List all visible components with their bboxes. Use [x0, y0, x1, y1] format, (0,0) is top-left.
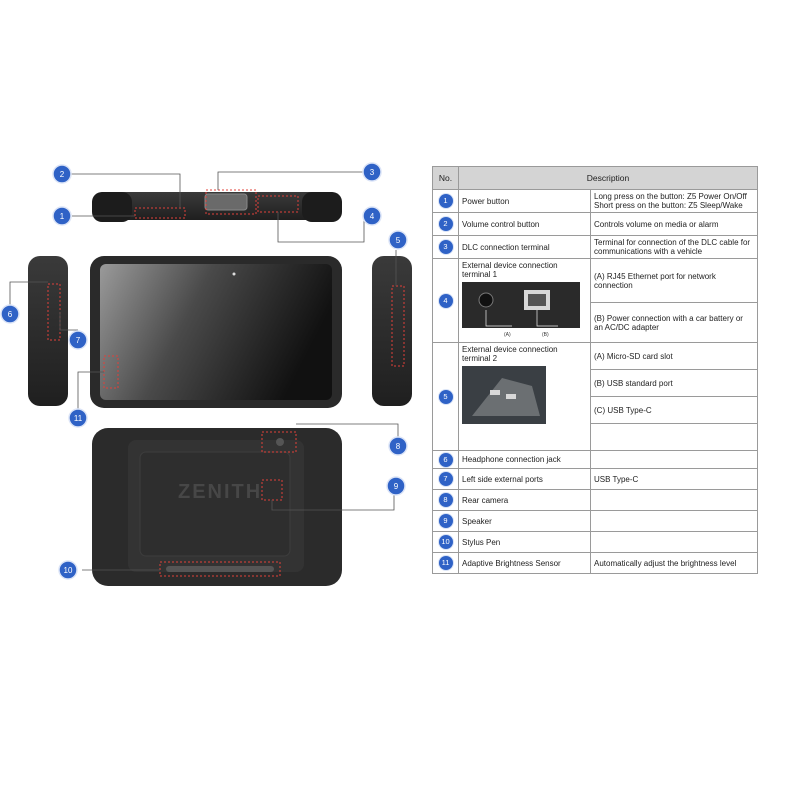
table-row — [433, 423, 758, 451]
table-row: 3 DLC connection terminal Terminal for c… — [432, 235, 758, 259]
item-name: Rear camera — [458, 489, 591, 511]
svg-text:3: 3 — [370, 168, 375, 177]
svg-text:4: 4 — [370, 212, 375, 221]
table-row: 9 Speaker — [432, 510, 758, 532]
table-row: 1 Power button Long press on the button:… — [432, 189, 758, 213]
svg-text:2: 2 — [60, 170, 65, 179]
table-row: 4 External device connection terminal 1 … — [432, 258, 758, 343]
callout-badges: 1 2 3 4 5 6 7 8 9 10 11 — [0, 162, 408, 580]
table-row: (C) USB Type-C — [433, 396, 758, 424]
photo-label-b: (B) — [542, 332, 549, 338]
item-name: Adaptive Brightness Sensor — [458, 552, 591, 574]
svg-text:8: 8 — [396, 442, 401, 451]
callout-9: 9 — [386, 476, 406, 496]
svg-text:7: 7 — [76, 336, 81, 345]
table-row: (B) Power connection with a car battery … — [433, 302, 758, 343]
item-description: (B) Power connection with a car battery … — [590, 302, 758, 343]
rear-view: ZENITH — [92, 428, 342, 586]
table-row: 7 Left side external ports USB Type-C — [432, 468, 758, 490]
item-name: Left side external ports — [458, 468, 591, 490]
spec-table: No. Description 1 Power button Long pres… — [432, 166, 758, 574]
svg-text:1: 1 — [60, 212, 65, 221]
item-description: Controls volume on media or alarm — [590, 212, 758, 236]
device-diagram: ZENITH 1 2 3 4 5 6 7 8 9 10 11 — [0, 162, 412, 586]
number-badge: 4 — [438, 293, 453, 308]
item-description: (A) Micro-SD card slot — [590, 342, 758, 370]
item-name: Speaker — [458, 510, 591, 532]
table-row: 2 Volume control button Controls volume … — [432, 212, 758, 236]
number-badge: 5 — [438, 389, 453, 404]
front-view — [90, 256, 342, 408]
callout-1: 1 — [52, 206, 72, 226]
table-row: 8 Rear camera — [432, 489, 758, 511]
item-description: (A) RJ45 Ethernet port for network conne… — [590, 258, 758, 303]
svg-text:9: 9 — [394, 482, 399, 491]
item-name: Headphone connection jack — [458, 450, 591, 469]
item-name: External device connection terminal 2 — [458, 342, 591, 451]
callout-6: 6 — [0, 304, 20, 324]
number-badge: 9 — [438, 514, 453, 528]
item-description — [590, 531, 758, 553]
number-badge: 1 — [438, 194, 453, 208]
item-description — [590, 423, 758, 451]
item-name: External device connection terminal 1 (A… — [458, 258, 591, 343]
callout-2: 2 — [52, 164, 72, 184]
svg-text:10: 10 — [64, 566, 73, 575]
callout-5: 5 — [388, 230, 408, 250]
svg-text:5: 5 — [396, 236, 401, 245]
table-row: (B) USB standard port — [433, 369, 758, 397]
number-badge: 6 — [438, 452, 453, 467]
table-row: 11 Adaptive Brightness Sensor Automatica… — [432, 552, 758, 574]
item-name: Power button — [458, 189, 591, 213]
item-description: Automatically adjust the brightness leve… — [590, 552, 758, 574]
item-description: Long press on the button: Z5 Power On/Of… — [590, 189, 758, 213]
callout-7: 7 — [68, 330, 88, 350]
svg-text:6: 6 — [8, 310, 13, 319]
leader-lines — [9, 171, 399, 571]
item-name: Volume control button — [458, 212, 591, 236]
item-description: (C) USB Type-C — [590, 396, 758, 424]
table-row: 10 Stylus Pen — [432, 531, 758, 553]
number-badge: 11 — [438, 556, 453, 570]
item-description: USB Type-C — [590, 468, 758, 490]
number-badge: 2 — [438, 217, 453, 231]
right-side-view — [372, 256, 412, 406]
item-description — [590, 450, 758, 469]
item-description — [590, 510, 758, 532]
number-badge: 3 — [438, 240, 453, 254]
svg-text:11: 11 — [74, 414, 83, 423]
ports-photo: (A) (B) — [462, 282, 580, 338]
callout-11: 11 — [68, 408, 88, 428]
item-description: Terminal for connection of the DLC cable… — [590, 235, 758, 259]
brand-logo: ZENITH — [178, 481, 262, 503]
item-name: Stylus Pen — [458, 531, 591, 553]
left-side-view — [28, 256, 68, 406]
table-header-row: No. Description — [432, 166, 758, 190]
number-badge: 7 — [438, 472, 453, 486]
item-name: DLC connection terminal — [458, 235, 591, 259]
item-description — [590, 489, 758, 511]
number-badge: 10 — [438, 535, 453, 549]
item-description: (B) USB standard port — [590, 369, 758, 397]
table-row: 6 Headphone connection jack — [432, 450, 758, 469]
top-view — [92, 189, 342, 222]
table-row: 5 External device connection terminal 2 … — [432, 342, 758, 451]
callout-3: 3 — [362, 162, 382, 182]
callout-10: 10 — [58, 560, 78, 580]
ports-photo-2 — [462, 366, 546, 424]
number-badge: 8 — [438, 493, 453, 507]
header-no: No. — [432, 166, 459, 190]
header-description: Description — [458, 166, 758, 190]
photo-label-a: (A) — [504, 332, 511, 338]
callout-8: 8 — [388, 436, 408, 456]
callout-4: 4 — [362, 206, 382, 226]
